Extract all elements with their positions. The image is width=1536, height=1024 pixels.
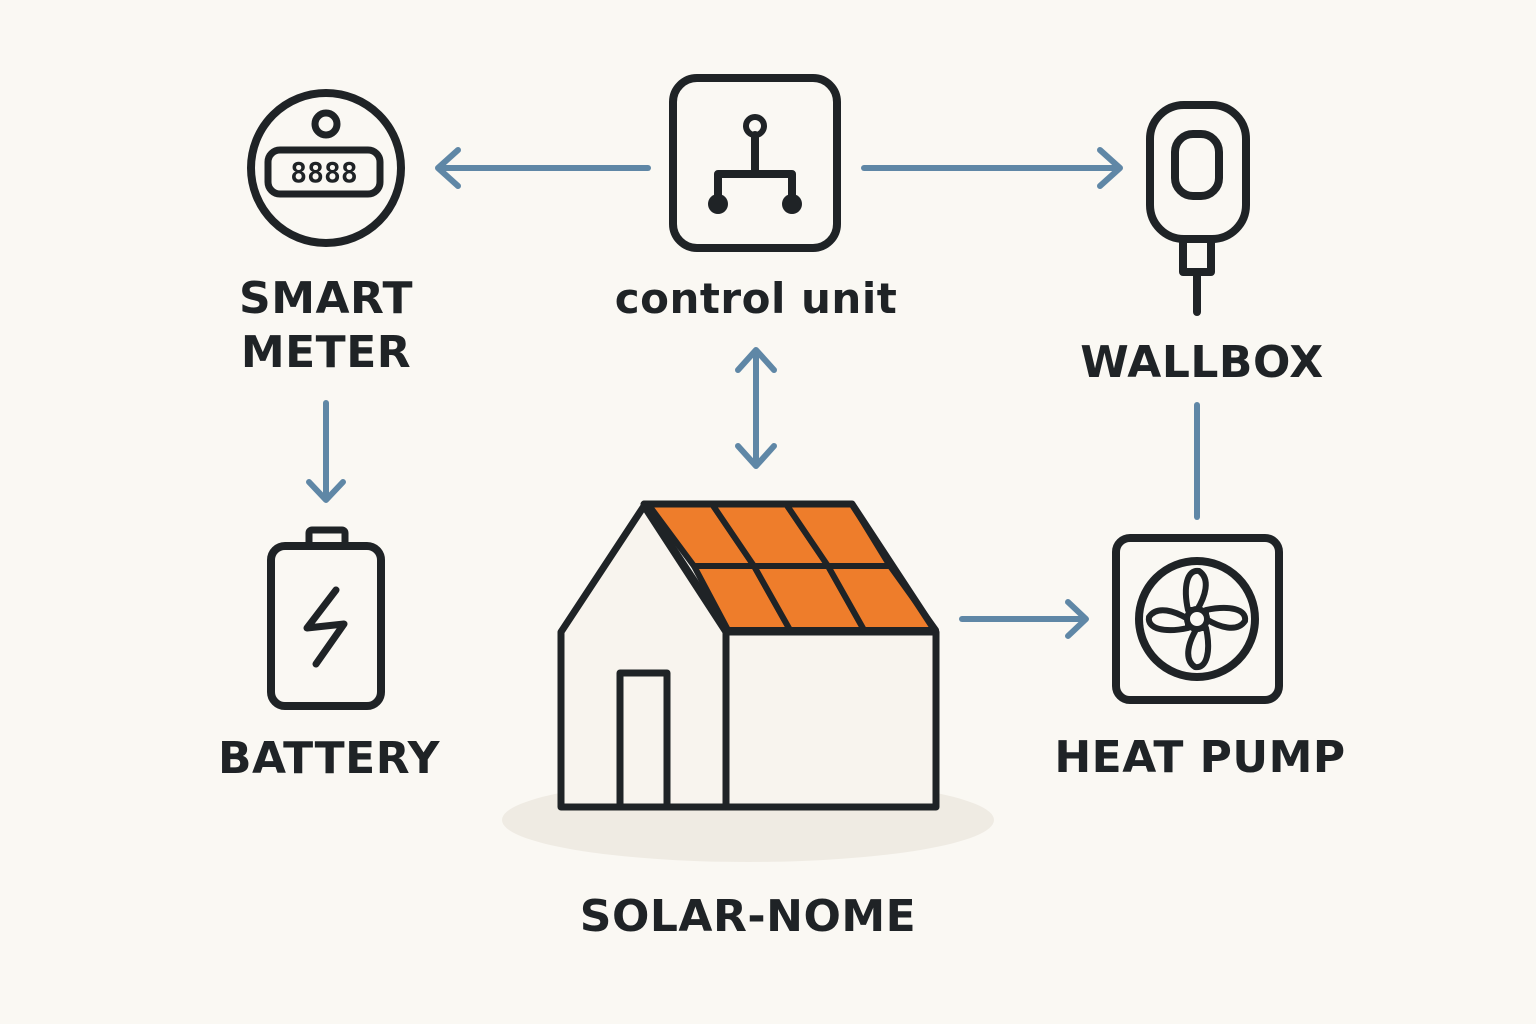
battery-label: BATTERY (217, 733, 441, 784)
door (616, 669, 671, 806)
meter-display: 8888 (290, 156, 357, 189)
wallbox-icon (1146, 101, 1250, 316)
arrow-control-house-bidirectional (735, 347, 777, 469)
control-unit-label: control unit (614, 274, 898, 323)
smart-meter-label-line1: SMART (239, 273, 413, 324)
arrow-control-to-smart-meter (435, 147, 651, 189)
connections (306, 147, 1200, 639)
heat-pump-icon (1112, 534, 1283, 704)
house-label: SOLAR-NOME (579, 891, 917, 942)
heat-pump-label: HEAT PUMP (1054, 732, 1346, 783)
solar-house-icon (502, 500, 994, 862)
arrow-house-to-heat-pump (959, 599, 1089, 639)
smart-meter-icon: 8888 (247, 89, 405, 247)
control-unit-icon (669, 74, 841, 252)
arrow-control-to-wallbox (861, 147, 1123, 189)
arrow-smart-meter-to-battery (306, 400, 346, 503)
wallbox-label: WALLBOX (1080, 337, 1324, 388)
fan-blades (1145, 567, 1249, 671)
smart-meter-label: SMART METER (206, 272, 446, 380)
smart-meter-label-line2: METER (240, 327, 412, 378)
battery-icon (267, 526, 385, 710)
